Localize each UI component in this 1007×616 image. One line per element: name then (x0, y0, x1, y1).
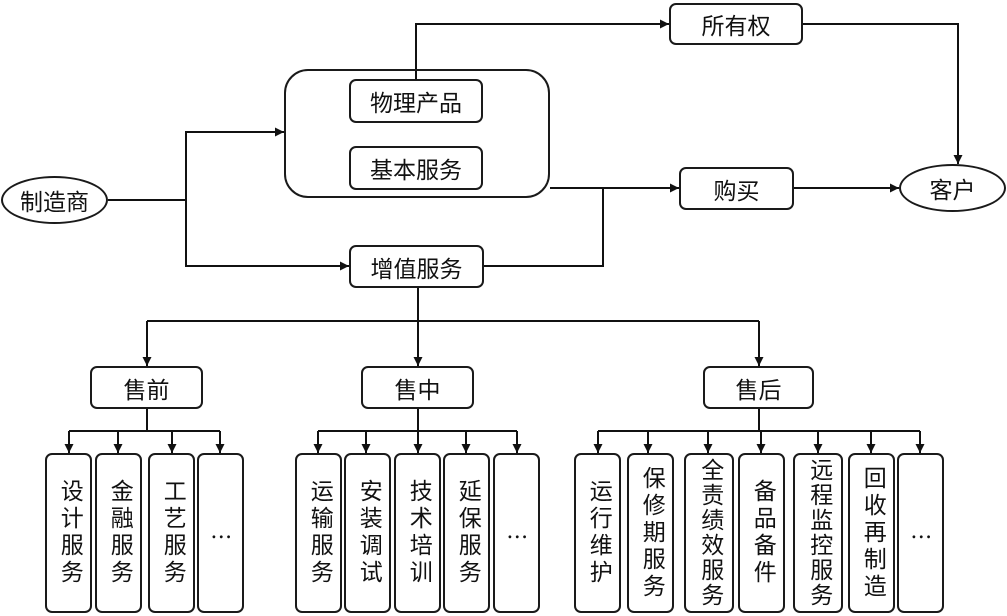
after-sale-item: 备品备件 (738, 453, 785, 613)
node-after-sale: 售后 (703, 366, 814, 409)
in-sale-item: 技术培训 (394, 453, 441, 613)
node-physical-product: 物理产品 (349, 79, 483, 123)
node-in-sale: 售中 (361, 366, 474, 409)
in-sale-item: 运输服务 (295, 453, 342, 613)
in-sale-item-ellipsis: … (493, 453, 540, 613)
after-sale-item: 全责绩效服务 (684, 453, 734, 613)
node-customer: 客户 (899, 164, 1006, 212)
edge-to-product-group (185, 127, 284, 200)
node-purchase: 购买 (679, 167, 794, 210)
after-sale-item: 远程监控服务 (793, 453, 843, 613)
edge-to-value-added (185, 200, 349, 271)
node-ownership: 所有权 (669, 3, 803, 45)
node-basic-service: 基本服务 (349, 146, 483, 190)
after-sale-item: 保修期服务 (627, 453, 674, 613)
product-service-group (284, 69, 550, 198)
node-value-added: 增值服务 (349, 245, 484, 288)
after-sale-item-ellipsis: … (897, 453, 944, 613)
after-sale-item: 运行维护 (574, 453, 621, 613)
edge-valueadded-purchase (484, 188, 604, 267)
in-sale-item: 安装调试 (344, 453, 391, 613)
edge-product-ownership (415, 19, 669, 79)
after-sale-item: 回收再制造 (848, 453, 895, 613)
pre-sale-item: 设计服务 (45, 453, 92, 613)
edge-ownership-customer (803, 23, 963, 164)
pre-sale-item: 工艺服务 (148, 453, 195, 613)
pre-sale-item-ellipsis: … (197, 453, 244, 613)
pre-sale-item: 金融服务 (95, 453, 142, 613)
node-manufacturer: 制造商 (1, 176, 108, 224)
in-sale-item: 延保服务 (443, 453, 490, 613)
node-pre-sale: 售前 (90, 366, 203, 409)
